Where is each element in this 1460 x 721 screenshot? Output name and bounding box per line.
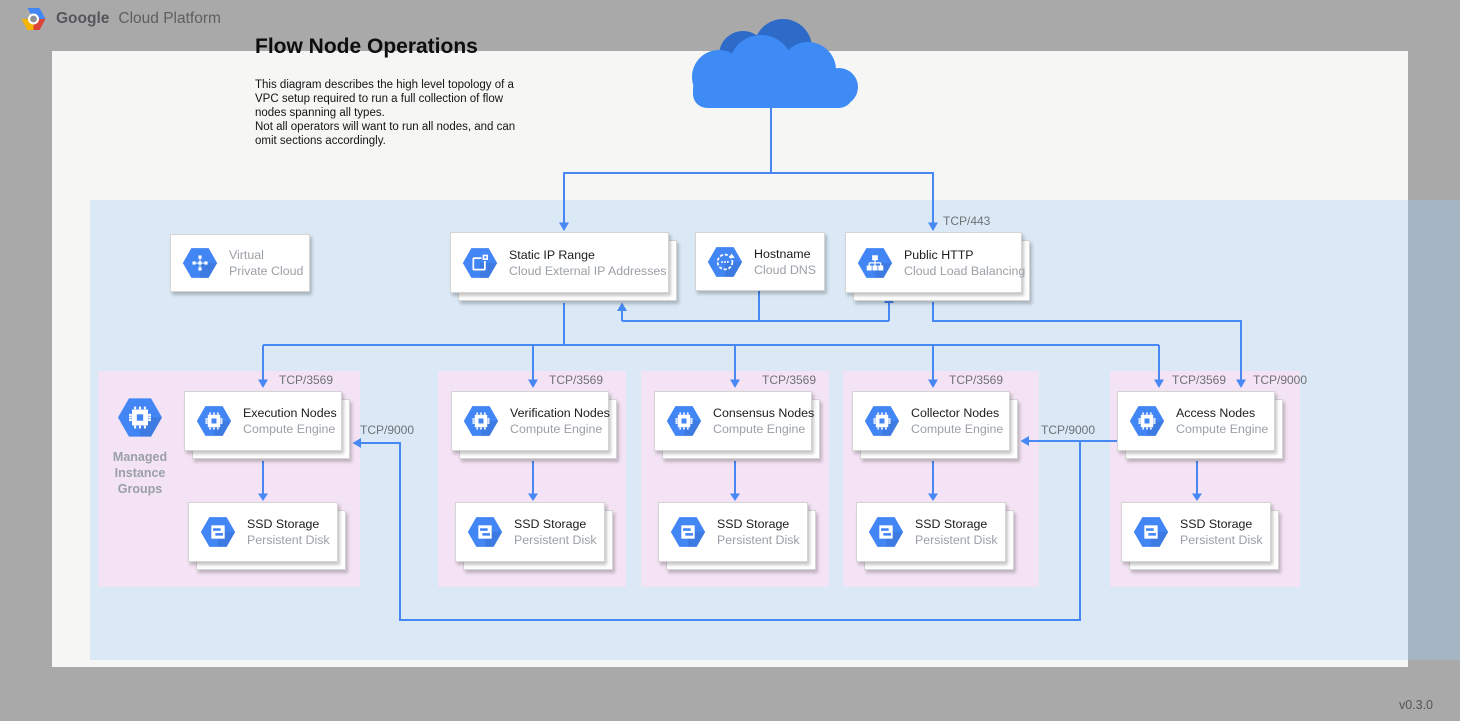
access-nodes-card: Access Nodes Compute Engine: [1117, 391, 1283, 459]
cloud-load-balancing-icon: [857, 247, 893, 279]
persistent-disk-icon: [868, 516, 904, 548]
static-ip-range-card: Static IP Range Cloud External IP Addres…: [450, 232, 677, 301]
internet-cloud-icon: [692, 19, 858, 108]
card-subtitle: Persistent Disk: [1180, 533, 1263, 547]
persistent-disk-icon: [670, 516, 706, 548]
card-title: Access Nodes: [1176, 406, 1256, 420]
card-title: Consensus Nodes: [713, 406, 815, 420]
access-ssd-storage-card: SSD Storage Persistent Disk: [1121, 502, 1279, 570]
card-subtitle: Compute Engine: [510, 422, 603, 436]
card-title: Execution Nodes: [243, 406, 337, 420]
page-description: This diagram describes the high level to…: [255, 79, 516, 147]
page-title: Flow Node Operations: [255, 35, 478, 58]
external-ip-icon: [462, 247, 498, 279]
verification-nodes-card: Verification Nodes Compute Engine: [451, 391, 617, 459]
port-label-tcp3569: TCP/3569: [949, 373, 1004, 387]
card-title: Static IP Range: [509, 247, 595, 262]
card-subtitle: Compute Engine: [911, 422, 1004, 436]
card-title: Public HTTP: [904, 247, 974, 262]
port-label-tcp443: TCP/443: [943, 214, 991, 228]
port-label-tcp3569: TCP/3569: [549, 373, 604, 387]
port-label-tcp3569: TCP/3569: [1172, 373, 1227, 387]
brand-google: Google: [56, 10, 110, 27]
virtual-private-cloud-icon: [182, 247, 218, 279]
card-title: Virtual: [229, 248, 264, 262]
compute-engine-icon: [1129, 405, 1165, 437]
cloud-dns-icon: [707, 246, 743, 278]
card-subtitle: Cloud DNS: [754, 262, 816, 277]
card-subtitle: Private Cloud: [229, 264, 304, 278]
consensus-ssd-storage-card: SSD Storage Persistent Disk: [658, 502, 816, 570]
card-subtitle: Compute Engine: [713, 422, 806, 436]
persistent-disk-icon: [467, 516, 503, 548]
port-label-tcp3569: TCP/3569: [762, 373, 817, 387]
card-title: Collector Nodes: [911, 406, 1000, 420]
execution-nodes-card: Execution Nodes Compute Engine: [184, 391, 350, 459]
virtual-private-cloud-card: Virtual Private Cloud: [170, 234, 310, 292]
card-subtitle: Persistent Disk: [247, 533, 330, 547]
public-http-card: Public HTTP Cloud Load Balancing: [845, 232, 1030, 301]
collector-nodes-card: Collector Nodes Compute Engine: [852, 391, 1018, 459]
brand-cloud-platform: Cloud Platform: [118, 10, 221, 27]
gcp-brand: Google Cloud Platform: [20, 7, 221, 31]
card-subtitle: Compute Engine: [243, 422, 336, 436]
card-subtitle: Compute Engine: [1176, 422, 1269, 436]
card-subtitle: Persistent Disk: [514, 533, 597, 547]
card-title: SSD Storage: [915, 517, 988, 531]
compute-engine-icon: [666, 405, 702, 437]
port-label-tcp9000: TCP/9000: [1041, 423, 1096, 437]
managed-instance-groups-label: Managed Instance Groups: [112, 450, 168, 496]
card-title: Hostname: [754, 246, 811, 261]
consensus-nodes-card: Consensus Nodes Compute Engine: [654, 391, 820, 459]
card-subtitle: Persistent Disk: [915, 533, 998, 547]
collector-ssd-storage-card: SSD Storage Persistent Disk: [856, 502, 1014, 570]
port-label-tcp9000: TCP/9000: [360, 423, 415, 437]
card-title: SSD Storage: [514, 517, 587, 531]
card-title: Verification Nodes: [510, 406, 610, 420]
card-title: SSD Storage: [1180, 517, 1253, 531]
port-label-tcp3569: TCP/3569: [279, 373, 334, 387]
card-title: SSD Storage: [717, 517, 790, 531]
compute-engine-icon: [864, 405, 900, 437]
persistent-disk-icon: [200, 516, 236, 548]
execution-ssd-storage-card: SSD Storage Persistent Disk: [188, 502, 346, 570]
card-subtitle: Cloud External IP Addresses: [509, 263, 667, 278]
compute-engine-icon: [196, 405, 232, 437]
card-subtitle: Cloud Load Balancing: [904, 263, 1026, 278]
verification-ssd-storage-card: SSD Storage Persistent Disk: [455, 502, 613, 570]
version-label: v0.3.0: [1398, 698, 1433, 712]
compute-engine-icon: [463, 405, 499, 437]
gcp-logo-icon: [21, 8, 46, 30]
hostname-card: Hostname Cloud DNS: [695, 232, 825, 291]
card-title: SSD Storage: [247, 517, 320, 531]
port-label-tcp9000: TCP/9000: [1253, 373, 1308, 387]
persistent-disk-icon: [1133, 516, 1169, 548]
card-subtitle: Persistent Disk: [717, 533, 800, 547]
managed-instance-groups-icon: [117, 397, 163, 438]
